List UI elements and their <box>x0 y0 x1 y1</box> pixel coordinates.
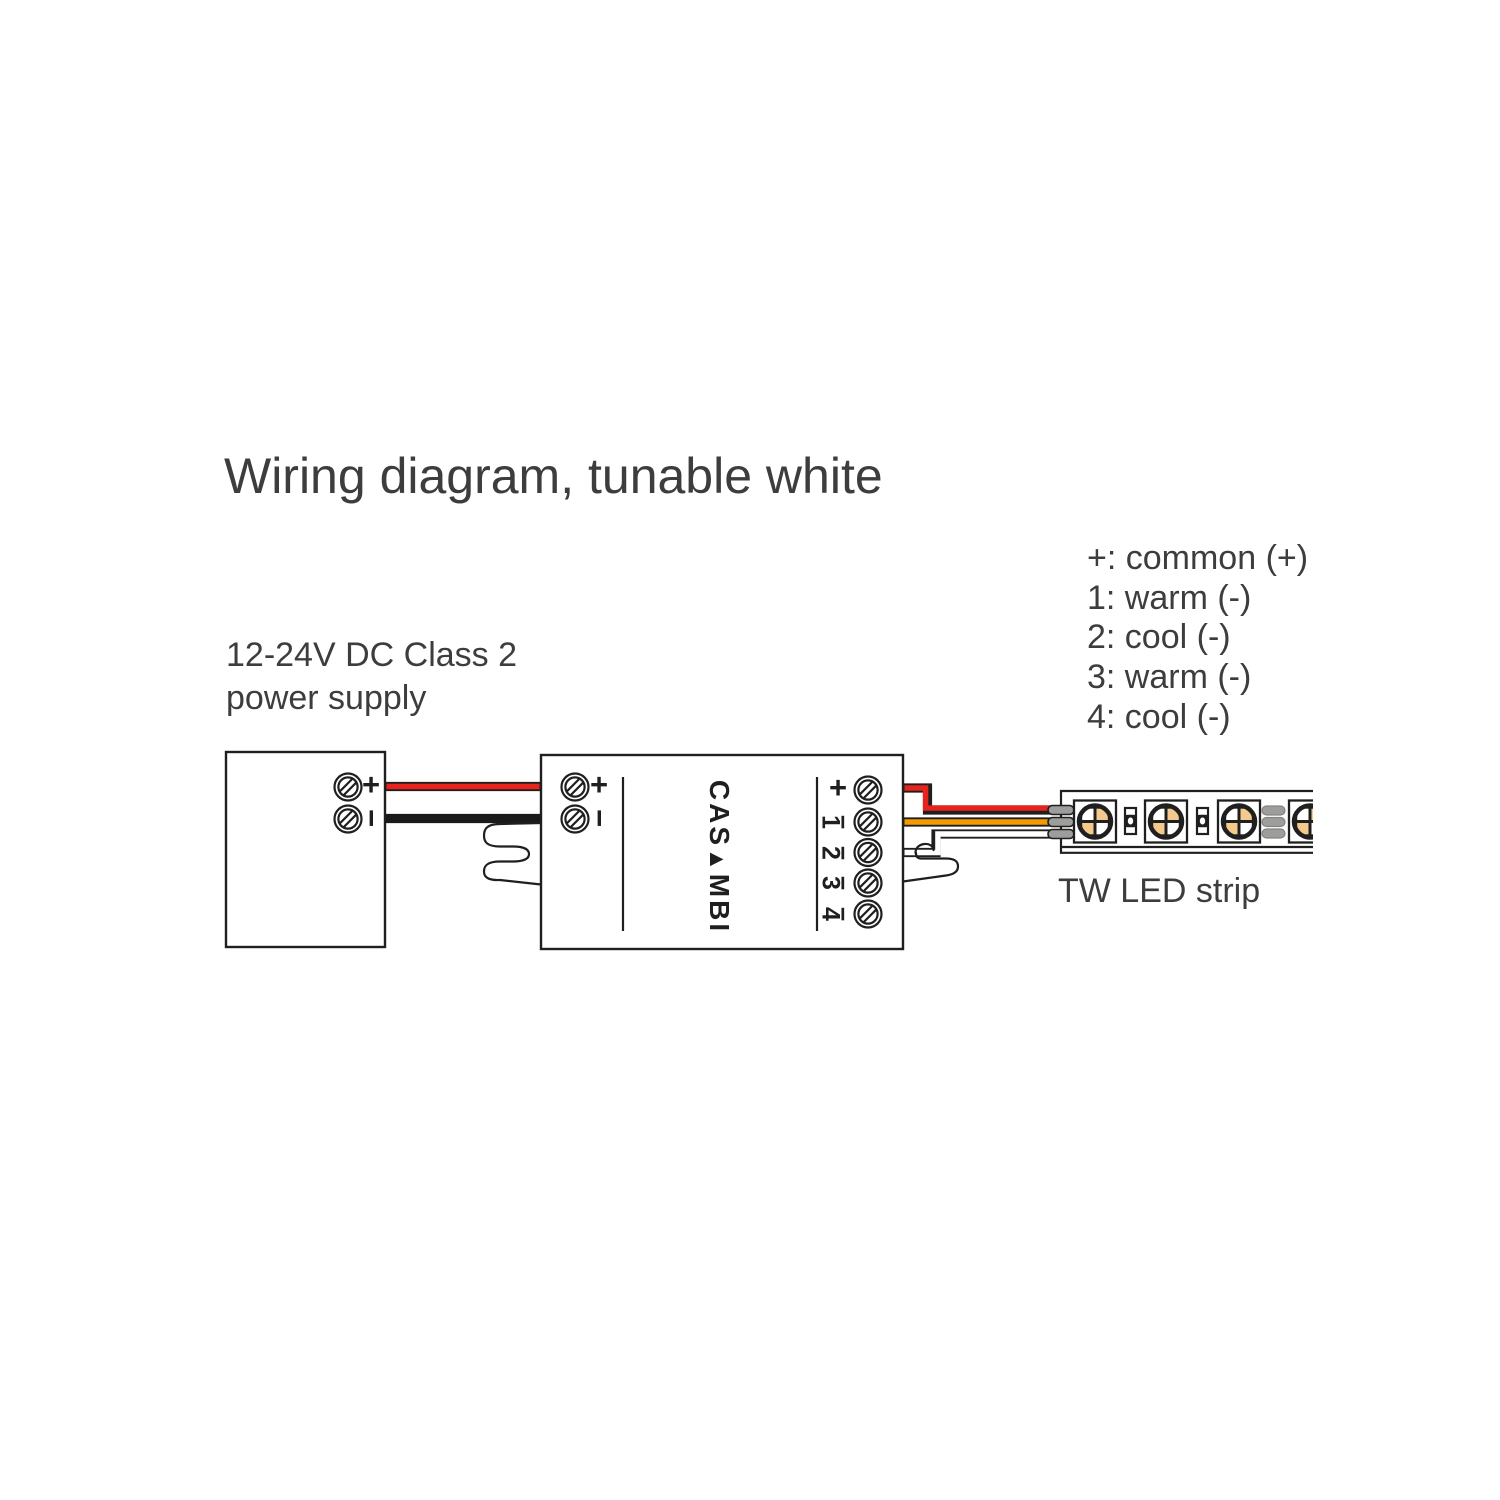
resistor-2 <box>1195 806 1210 836</box>
terminal-legend: +: common (+) 1: warm (-) 2: cool (-) 3:… <box>1087 539 1308 738</box>
wire-common-out-core <box>904 785 1052 811</box>
casambi-logo-prefix: CAS <box>704 779 735 849</box>
led-package-2 <box>1145 801 1187 843</box>
led-package-4 <box>1289 801 1331 843</box>
solder-pad-2 <box>1261 816 1286 828</box>
legend-item-common: +: common (+) <box>1087 539 1309 577</box>
legend-item-2: 2: cool (-) <box>1087 618 1231 657</box>
strain-relief-right <box>901 851 960 883</box>
power-supply-label-line2: power supply <box>226 679 427 717</box>
legend-item-4: 4: cool (-) <box>1087 697 1231 736</box>
casambi-logo: CAS▲MBI <box>703 780 735 934</box>
controller-out-common-label: + <box>828 770 848 805</box>
controller-out-3-sign: − <box>828 875 856 891</box>
page-title: Wiring diagram, tunable white <box>224 448 883 504</box>
strain-relief-right-loop <box>914 842 935 855</box>
controller-out-screw-2 <box>853 837 883 868</box>
controller-out-4-sign: − <box>828 906 856 922</box>
power-supply-label-line1: 12-24V DC Class 2 <box>226 636 518 674</box>
controller-out-screw-4 <box>853 899 883 929</box>
led-strip-label: TW LED strip <box>1058 872 1261 910</box>
casambi-logo-suffix: MBI <box>704 873 735 935</box>
controller-in-minus-label: − <box>582 808 617 828</box>
ps-terminal-plus-label: + <box>361 767 381 802</box>
controller-out-1-sign: − <box>828 814 856 830</box>
solder-pad-1 <box>1261 805 1286 816</box>
ps-terminal-minus-label: − <box>354 808 389 828</box>
strip-pin-3 <box>1047 828 1075 840</box>
led-strip <box>1047 789 1331 854</box>
controller-out-screw-common <box>853 775 883 805</box>
resistor-1 <box>1123 806 1138 836</box>
ps-screw-plus <box>333 772 363 802</box>
led-package-3 <box>1218 801 1260 843</box>
controller-out-2-sign: − <box>828 845 856 860</box>
strip-pin-1 <box>1047 804 1075 816</box>
led-package-1 <box>1074 801 1116 843</box>
wire-cool-out-core <box>904 831 1052 856</box>
casambi-triangle-icon: ▲ <box>705 848 731 874</box>
controller-in-plus-label: + <box>589 767 609 802</box>
controller-box <box>539 753 905 951</box>
strain-relief-left <box>482 821 543 886</box>
legend-item-3: 3: warm (-) <box>1087 658 1252 697</box>
controller-in-screw-plus <box>560 772 590 802</box>
controller-out-screw-3 <box>853 868 883 898</box>
solder-pad-3 <box>1261 828 1286 839</box>
power-supply-label: 12-24V DC Class 2 power supply <box>226 634 517 720</box>
legend-item-1: 1: warm (-) <box>1087 578 1252 617</box>
strip-pin-2 <box>1047 816 1075 828</box>
controller-out-screw-1 <box>853 807 883 837</box>
